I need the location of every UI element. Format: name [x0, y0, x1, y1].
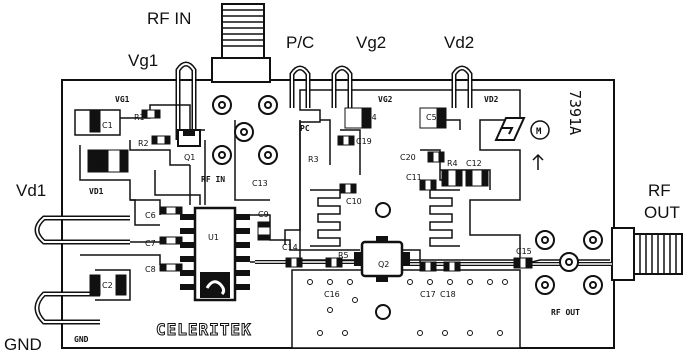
rf-out-connector [611, 227, 683, 281]
ref-c11: C11 [406, 173, 422, 182]
ref-c18: C18 [440, 290, 456, 299]
ref-r5: R5 [338, 251, 349, 260]
label-rf-out-line2: OUT [644, 203, 680, 222]
label-pc: P/C [286, 33, 314, 52]
ref-q1: Q1 [184, 153, 195, 162]
silk-gnd: GND [74, 335, 89, 344]
heatsink-left [310, 189, 341, 247]
ref-c4: C4 [366, 113, 377, 122]
ref-c7: C7 [145, 239, 156, 248]
ref-c9: C9 [258, 210, 269, 219]
silk-rf-in: RF IN [201, 175, 225, 184]
ref-c20: C20 [400, 153, 416, 162]
ref-c12: C12 [466, 159, 482, 168]
label-vd1: Vd1 [16, 181, 46, 200]
ref-r1: R1 [134, 113, 145, 122]
label-rf-in: RF IN [147, 9, 191, 28]
label-vd2: Vd2 [444, 33, 474, 52]
ref-r2: R2 [138, 139, 149, 148]
silk-vd1: VD1 [89, 187, 104, 196]
ref-c15: C15 [516, 247, 532, 256]
label-vg1: Vg1 [128, 51, 158, 70]
ref-r3: R3 [308, 155, 319, 164]
ref-c17: C17 [420, 290, 436, 299]
ref-c16: C16 [324, 290, 340, 299]
ref-u1: U1 [208, 233, 219, 242]
ref-c13: C13 [252, 179, 268, 188]
rf-in-pads [212, 95, 278, 165]
rf-out-pads [535, 230, 603, 295]
rf-in-connector [211, 3, 271, 83]
silk-vg2: VG2 [378, 95, 393, 104]
ref-c5: C5 [426, 113, 437, 122]
ref-c6: C6 [145, 211, 156, 220]
shield-vias [307, 279, 508, 336]
ref-r4: R4 [447, 159, 458, 168]
ref-c8: C8 [145, 265, 156, 274]
ref-c1: C1 [102, 121, 113, 130]
ref-q2: Q2 [378, 260, 389, 269]
label-gnd: GND [4, 335, 42, 354]
arrow-mark [532, 153, 544, 170]
enclosure-outline [299, 89, 521, 261]
heatsink-right [429, 189, 460, 247]
ref-c2: C2 [102, 281, 113, 290]
ref-c10: C10 [346, 197, 362, 206]
silk-pc: PC [300, 124, 310, 133]
transistor-q2 [354, 236, 410, 282]
ic-u1 [180, 206, 250, 302]
smd-parts [87, 107, 533, 296]
label-rf-out-line1: RF [648, 181, 671, 200]
silk-vg1: VG1 [115, 95, 130, 104]
label-vg2: Vg2 [356, 33, 386, 52]
silk-rf-out: RF OUT [551, 308, 580, 317]
silk-part-number: 7391A [566, 90, 584, 135]
shield-block [291, 269, 521, 349]
mounting-hole-bottom [375, 304, 391, 320]
corner-logo [494, 117, 550, 141]
silk-brand: CELERITEK [156, 320, 252, 339]
transistor-q1 [177, 129, 201, 147]
ref-c3: C3 [96, 159, 107, 168]
ref-c14: C14 [282, 243, 298, 252]
silk-vd2: VD2 [484, 95, 499, 104]
mounting-hole-center [375, 202, 391, 218]
silk-logo-letter: M [536, 127, 542, 137]
ref-c19: C19 [356, 137, 372, 146]
